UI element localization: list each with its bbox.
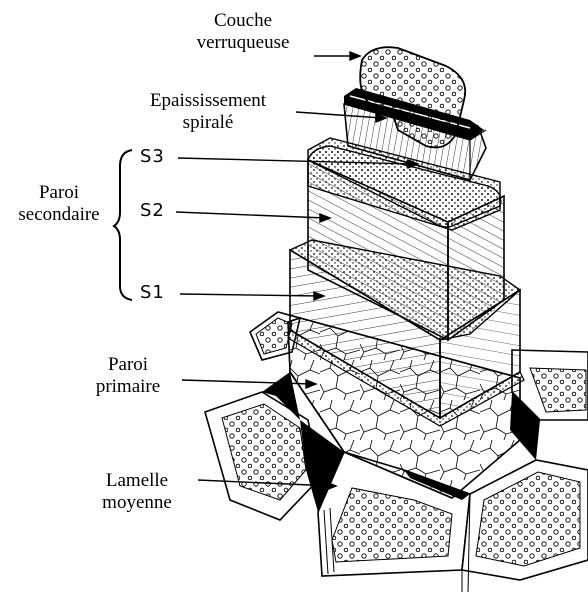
label-paroi-primaire: Paroi primaire [78,354,178,398]
label-line: secondaire [4,204,114,226]
label-epaississement-spirale: Epaississement spiralé [128,90,288,134]
label-line: spiralé [128,112,288,134]
label-lamelle-moyenne: Lamelle moyenne [82,470,192,514]
label-line: Couche [188,10,298,32]
label-line: Paroi [78,354,178,376]
label-line: Paroi [4,182,114,204]
label-line: moyenne [82,492,192,514]
label-line: Lamelle [82,470,192,492]
label-paroi-secondaire: Paroi secondaire [4,182,114,226]
label-couche-verruqueuse: Couche verruqueuse [188,10,298,54]
layer-tag-s3: S3 [140,146,165,167]
secondary-wall-bracket [114,150,132,300]
label-line: primaire [78,376,178,398]
label-line: verruqueuse [188,32,298,54]
layer-tag-s2: S2 [140,200,165,221]
layer-tag-s1: S1 [140,282,165,303]
label-line: Epaississement [128,90,288,112]
